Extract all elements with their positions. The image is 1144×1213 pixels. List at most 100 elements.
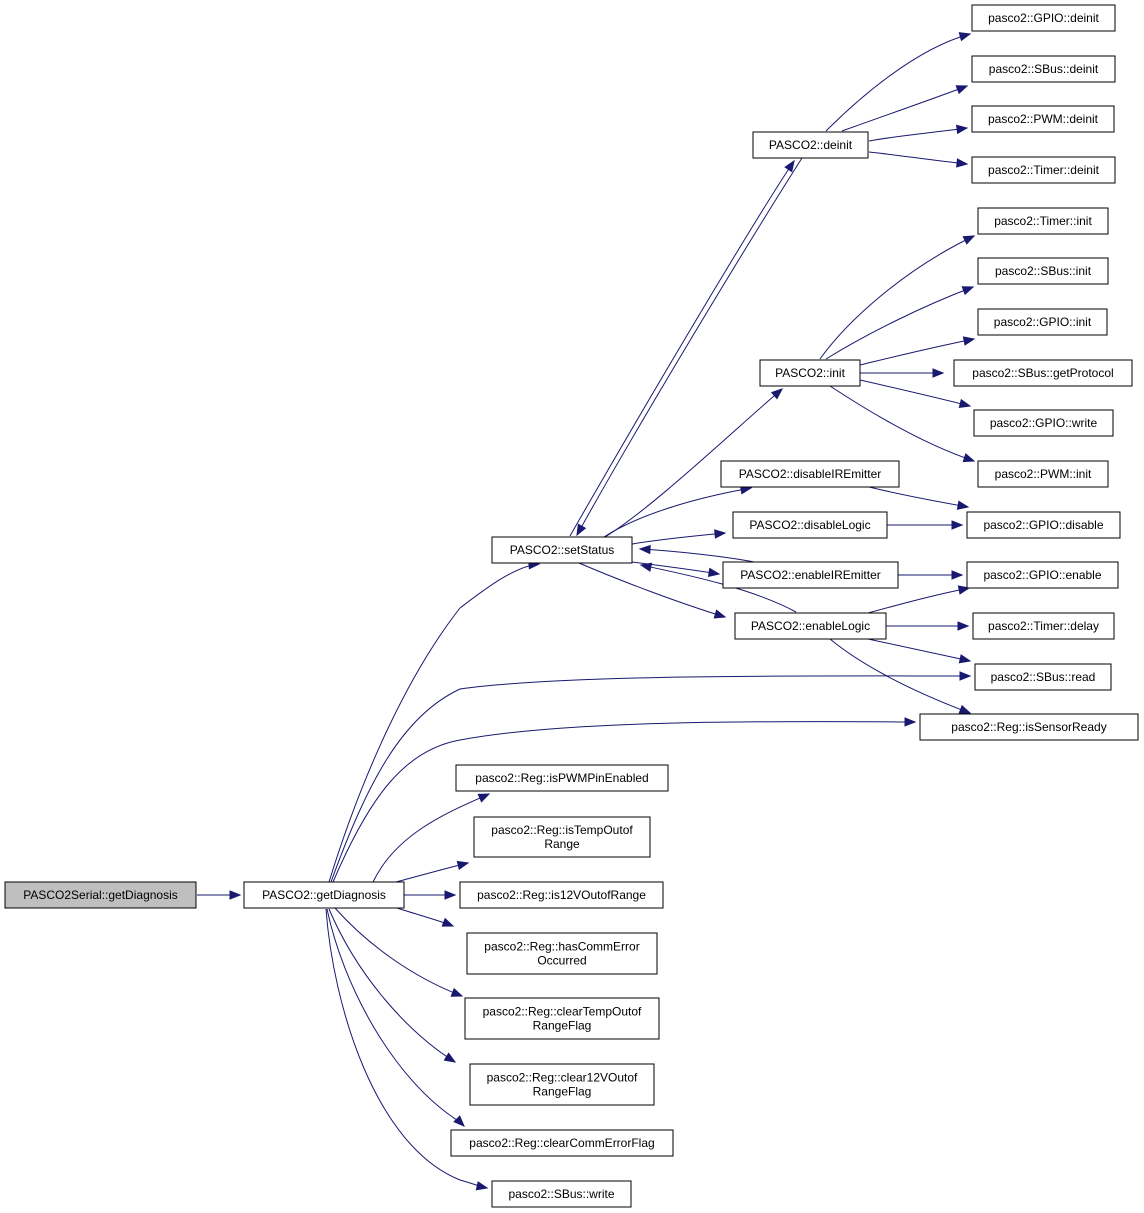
node-box[interactable] [966,561,1119,589]
edge-n2-n10 [334,907,464,997]
function-node[interactable]: pasco2::SBus::read [974,663,1112,691]
node-box[interactable] [977,257,1109,285]
node-box[interactable] [977,207,1109,235]
edge-n19-n3 [639,562,797,613]
edge-arrowhead [951,570,964,580]
function-node[interactable]: PASCO2::setStatus [491,536,633,564]
edge-arrowhead [770,388,784,400]
node-box[interactable] [759,359,861,387]
function-node[interactable]: pasco2::SBus::init [977,257,1109,285]
edge-line [576,157,803,536]
edge-line [328,563,540,883]
function-node[interactable]: pasco2::Timer::init [977,207,1109,235]
function-node[interactable]: PASCO2::disableLogic [732,511,888,539]
function-node[interactable]: pasco2::Timer::delay [972,612,1115,640]
node-label: pasco2::SBus::read [991,670,1096,684]
function-node[interactable]: pasco2::SBus::deinit [971,55,1116,83]
edge-line [868,486,969,508]
edge-arrowhead [955,85,969,95]
function-node[interactable]: PASCO2::enableIREmitter [722,561,899,589]
node-box[interactable] [722,561,899,589]
function-node[interactable]: pasco2::GPIO::init [977,308,1108,336]
node-label: PASCO2::getDiagnosis [262,888,386,902]
function-node[interactable]: pasco2::PWM::deinit [971,105,1115,133]
node-box[interactable] [953,359,1133,387]
edge-line [859,379,971,407]
function-node[interactable]: pasco2::GPIO::deinit [971,4,1116,32]
node-label: pasco2::GPIO::enable [983,568,1101,582]
node-box[interactable] [732,511,888,539]
node-box[interactable] [971,105,1115,133]
node-box[interactable] [752,131,869,159]
node-box[interactable] [977,308,1108,336]
node-label: PASCO2::disableLogic [749,518,870,532]
edge-n15-n27 [860,368,945,378]
edge-n17-n30 [887,520,964,530]
node-box[interactable] [459,881,664,909]
edge-n2-n13 [325,908,489,1191]
edge-arrowhead [961,286,975,296]
node-box[interactable] [977,460,1109,488]
function-node[interactable]: PASCO2::deinit [752,131,869,159]
node-box[interactable] [243,881,405,909]
edge-n19-n5 [867,638,972,664]
node-box[interactable] [4,881,197,909]
function-node[interactable]: pasco2::GPIO::enable [966,561,1119,589]
node-box[interactable] [974,663,1112,691]
node-box[interactable] [464,997,660,1040]
node-box[interactable] [973,409,1114,437]
node-label: PASCO2::init [775,366,845,380]
node-box[interactable] [971,156,1116,184]
function-node[interactable]: PASCO2::disableIREmitter [720,460,900,488]
node-label: pasco2::SBus::init [995,264,1092,278]
function-node[interactable]: pasco2::GPIO::write [973,409,1114,437]
node-box[interactable] [966,511,1121,539]
edge-n3-n16 [603,485,753,538]
edge-arrowhead [477,793,491,803]
edge-n15-n26 [859,336,976,366]
node-box[interactable] [734,612,887,640]
node-box[interactable] [971,55,1116,83]
node-label: pasco2::Reg::isPWMPinEnabled [475,771,648,785]
edge-n15-n28 [859,379,972,409]
node-box[interactable] [971,4,1116,32]
edge-arrowhead [962,453,976,463]
node-box[interactable] [720,460,900,488]
edge-arrowhead [784,159,795,173]
function-node[interactable]: pasco2::PWM::init [977,460,1109,488]
edge-n15-n29 [829,385,976,463]
node-box[interactable] [469,1063,655,1106]
function-node[interactable]: PASCO2::getDiagnosis [243,881,405,909]
node-box[interactable] [491,1180,632,1208]
node-box[interactable] [455,764,669,792]
node-label: Occurred [537,954,586,968]
function-node[interactable]: pasco2::SBus::write [491,1180,632,1208]
node-box[interactable] [919,713,1139,741]
node-box[interactable] [473,816,651,858]
function-node[interactable]: pasco2::SBus::getProtocol [953,359,1133,387]
edge-n2-n4 [332,717,917,883]
function-node[interactable]: pasco2::Reg::isPWMPinEnabled [455,764,669,792]
function-node[interactable]: pasco2::Reg::is12VOutofRange [459,881,664,909]
function-node[interactable]: pasco2::Reg::isSensorReady [919,713,1139,741]
edge-n15-n25 [825,286,975,360]
node-box[interactable] [466,932,658,975]
edge-n3-n15 [604,388,784,538]
function-node[interactable]: pasco2::Reg::clearCommErrorFlag [450,1129,674,1157]
function-node[interactable]: pasco2::GPIO::disable [966,511,1121,539]
node-label: pasco2::GPIO::disable [983,518,1103,532]
edge-n16-n30 [868,486,970,510]
root-node[interactable]: PASCO2Serial::getDiagnosis [4,881,197,909]
node-box[interactable] [491,536,633,564]
function-node[interactable]: PASCO2::init [759,359,861,387]
node-box[interactable] [972,612,1115,640]
function-node[interactable]: PASCO2::enableLogic [734,612,887,640]
function-node[interactable]: pasco2::Timer::deinit [971,156,1116,184]
node-box[interactable] [450,1129,674,1157]
edge-n3-n18 [631,561,721,578]
edge-arrowhead [956,158,969,168]
